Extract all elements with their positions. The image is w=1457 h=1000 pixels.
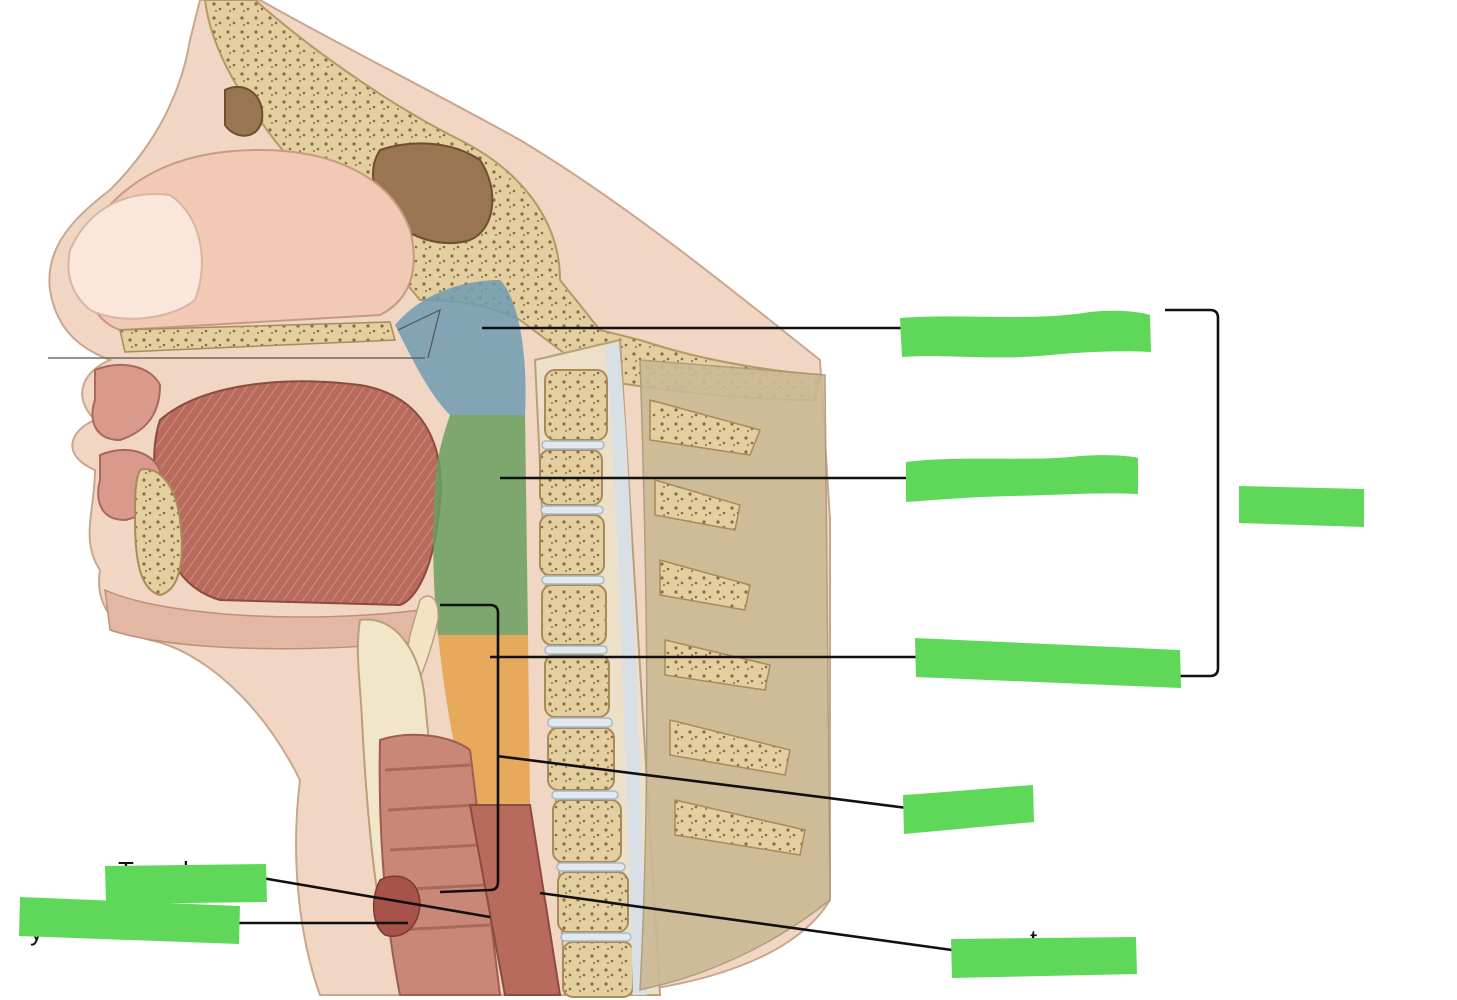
leader-esophagus (539, 891, 953, 952)
leader-lines (48, 308, 1220, 952)
pharynx-bracket (1165, 308, 1220, 678)
tongue (153, 380, 442, 607)
pharynx-label[interactable] (1239, 486, 1364, 527)
thyroid-label[interactable] (19, 897, 240, 944)
label-covers (19, 310, 1364, 978)
oropharynx-region (433, 415, 528, 635)
larynx-label[interactable] (903, 785, 1034, 834)
esophagus-label[interactable] (951, 937, 1137, 978)
trachea-label[interactable] (105, 864, 267, 904)
nasopharynx-label[interactable] (900, 310, 1151, 358)
nasopharynx-pointer (397, 308, 441, 359)
laryngopharynx-label[interactable] (915, 638, 1181, 688)
leader-trachea (261, 876, 491, 919)
leader-esophagus-top (496, 754, 908, 810)
larynx-bracket (439, 603, 500, 894)
oropharynx-label[interactable] (906, 455, 1138, 502)
